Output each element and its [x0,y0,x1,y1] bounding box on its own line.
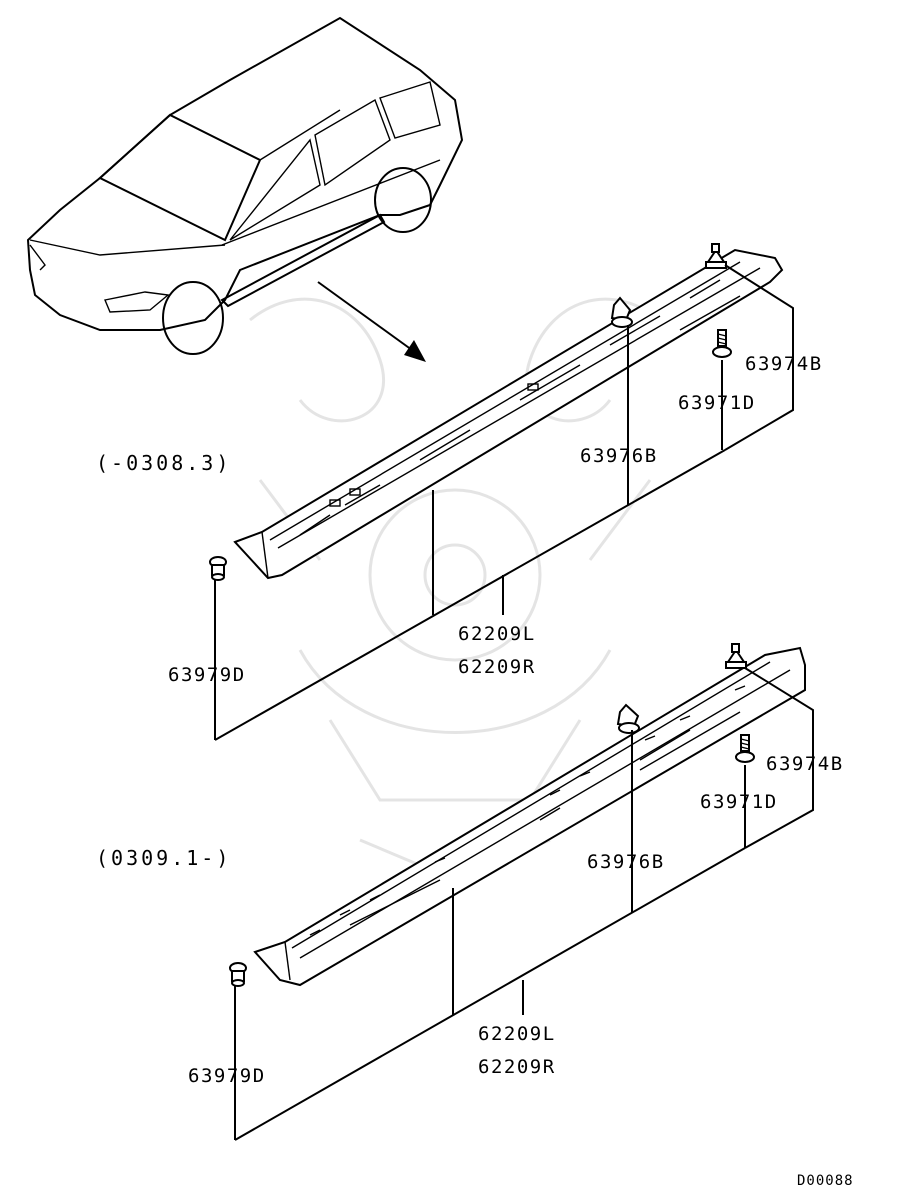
clip-63979d-lower-icon [229,962,247,987]
side-sill-garnish-lower [253,646,806,987]
label-62209r-lower: 62209R [478,1056,556,1078]
upper-assembly: (-0308.3) 63974B 63971D 63976B 62209L 62… [96,243,823,741]
clip-63979d-upper-icon [209,556,227,581]
label-62209l-upper: 62209L [458,623,536,645]
label-63979d-lower: 63979D [188,1065,266,1087]
diagram-id: D00088 [797,1173,854,1187]
clip-63974b-lower-icon [725,643,747,669]
range-label-lower: (0309.1-) [96,846,231,870]
side-sill-garnish-upper [233,248,784,580]
label-63976b-upper: 63976B [580,445,658,467]
label-63979d-upper: 63979D [168,664,246,686]
clip-63974b-upper-icon [705,243,727,269]
clip-63976b-lower-icon [616,703,640,734]
label-63974b-lower: 63974B [766,753,844,775]
label-63971d-upper: 63971D [678,392,756,414]
leader-lines-upper [214,264,794,741]
car-illustration [26,16,464,355]
label-62209r-upper: 62209R [458,656,536,678]
lower-assembly: (0309.1-) 63974B 63971D 63976B 62209L 62… [96,643,844,1141]
label-62209l-lower: 62209L [478,1023,556,1045]
label-63976b-lower: 63976B [587,851,665,873]
watermark-emblem [249,297,661,882]
direction-arrow [317,281,426,362]
screw-63971d-upper-icon [712,329,732,358]
clip-63976b-upper-icon [610,296,633,328]
label-63971d-lower: 63971D [700,791,778,813]
screw-63971d-lower-icon [735,734,755,763]
range-label-upper: (-0308.3) [96,451,231,475]
label-63974b-upper: 63974B [745,353,823,375]
leader-lines-lower [234,667,814,1141]
